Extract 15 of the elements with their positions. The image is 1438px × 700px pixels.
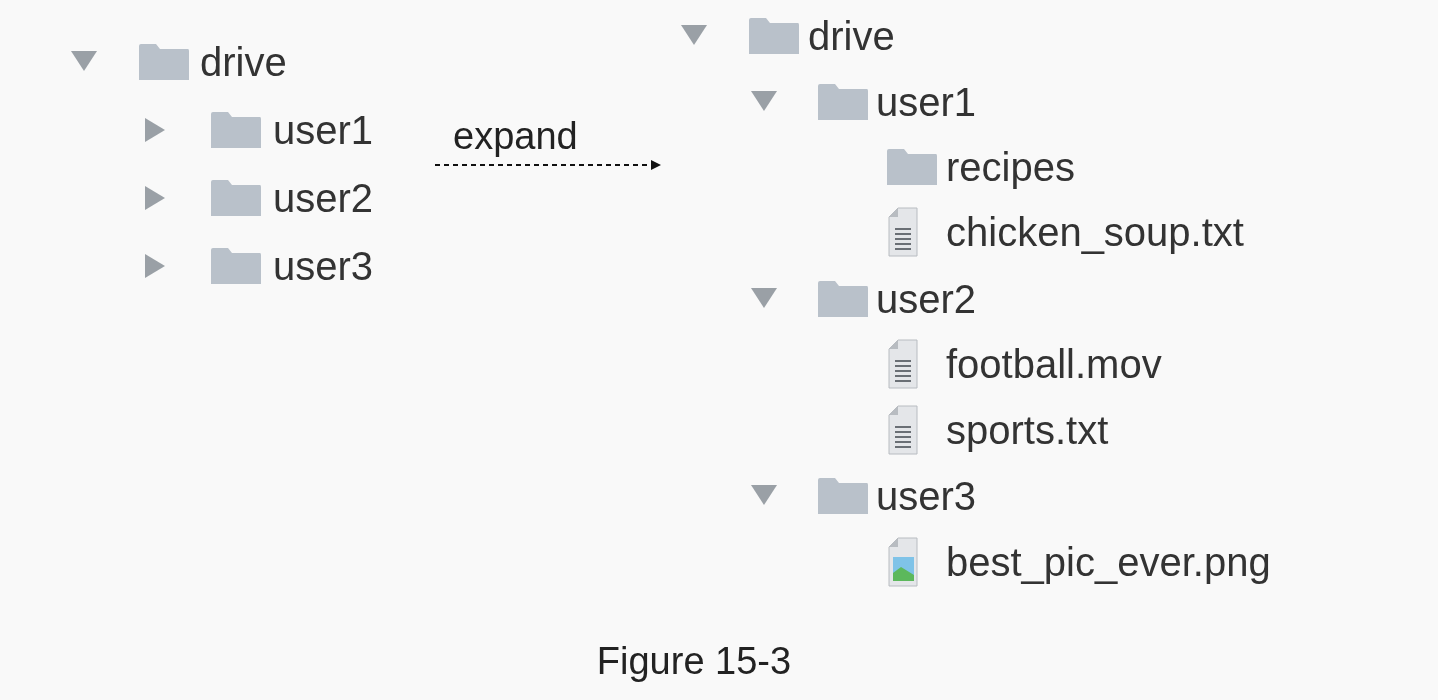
folder-name: user1 [876,79,977,125]
figure-caption: Figure 15-3 [595,640,793,683]
folder-name: drive [808,13,895,59]
file-name: sports.txt [946,407,1109,453]
folder-name: drive [200,39,287,85]
folder-name: user2 [273,175,374,221]
folder-name: recipes [946,144,1075,190]
folder-name: user3 [273,243,374,289]
folder-name: user1 [273,107,374,153]
folder-name: user3 [876,473,977,519]
arrow [434,160,661,170]
folder-name: user2 [876,276,977,322]
file-name: best_pic_ever.png [946,539,1271,585]
file-name: chicken_soup.txt [946,209,1244,255]
file-name: football.mov [946,341,1162,387]
